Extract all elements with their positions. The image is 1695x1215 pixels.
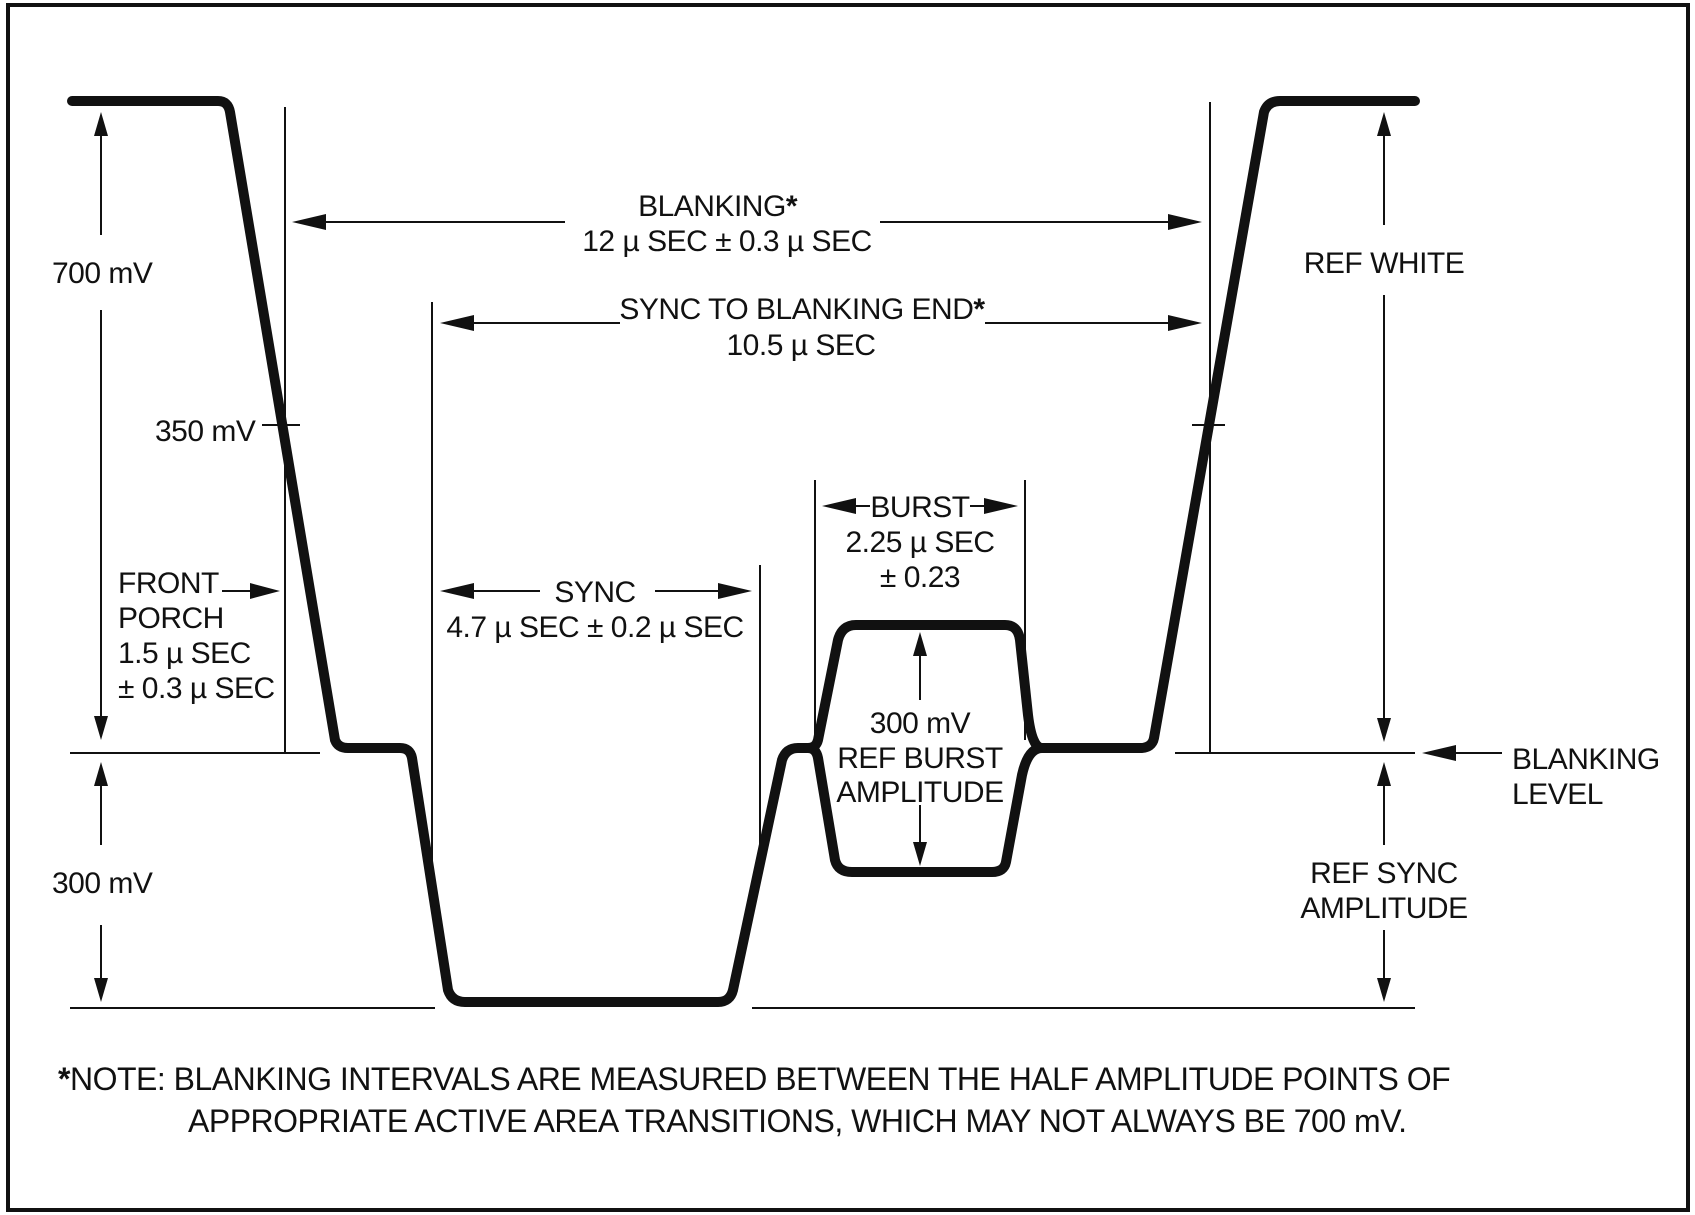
label-burst-title: BURST — [870, 491, 969, 524]
label-350mv: 350 mV — [155, 415, 256, 448]
label-sync-to-blank-value: 10.5 µ SEC — [726, 329, 875, 362]
label-blanking-level-1: BLANKING — [1512, 743, 1660, 776]
footnote-line-1: *NOTE: BLANKING INTERVALS ARE MEASURED B… — [58, 1061, 1450, 1097]
burst-arrow-left — [822, 498, 856, 514]
label-blanking-level-2: LEVEL — [1512, 778, 1603, 811]
label-blanking-value: 12 µ SEC ± 0.3 µ SEC — [582, 225, 872, 258]
label-burst-value: 2.25 µ SEC — [845, 526, 994, 559]
ref-sync-arrow-down — [1377, 978, 1391, 1002]
label-700mv: 700 mV — [52, 257, 153, 290]
blanking-level-arrow-left — [1422, 745, 1456, 761]
label-front-porch-4: ± 0.3 µ SEC — [118, 672, 275, 705]
amp-300-arrow-up — [94, 762, 108, 786]
burst-arrow-right — [984, 498, 1018, 514]
blanking-arrow-right — [1168, 214, 1202, 230]
blanking-arrow-left — [292, 214, 326, 230]
ref-white-arrow-down — [1377, 718, 1391, 742]
burst-amp-arrow-up — [913, 632, 927, 656]
label-ref-sync-2: AMPLITUDE — [1300, 892, 1467, 925]
footnote-line-2: APPROPRIATE ACTIVE AREA TRANSITIONS, WHI… — [188, 1103, 1406, 1139]
amp-700-arrow-up — [94, 112, 108, 136]
label-burst-amp-1: 300 mV — [870, 707, 971, 740]
sync-arrow-right — [718, 583, 752, 599]
label-front-porch-3: 1.5 µ SEC — [118, 637, 251, 670]
label-sync-title: SYNC — [554, 576, 635, 609]
label-sync-to-blank-title: SYNC TO BLANKING END* — [619, 293, 985, 326]
ref-white-arrow-up — [1377, 112, 1391, 136]
label-burst-tol: ± 0.23 — [880, 561, 960, 594]
label-300mv: 300 mV — [52, 867, 153, 900]
sync-to-blank-arrow-left — [440, 315, 474, 331]
ref-sync-arrow-up — [1377, 762, 1391, 786]
burst-amp-arrow-down — [913, 842, 927, 866]
amp-700-arrow-down — [94, 716, 108, 740]
label-front-porch-2: PORCH — [118, 602, 224, 635]
front-porch-arrow-right — [250, 583, 280, 599]
sync-to-blank-arrow-right — [1168, 315, 1202, 331]
diagram-frame — [6, 3, 1690, 1212]
sync-arrow-left — [440, 583, 474, 599]
amp-300-arrow-down — [94, 978, 108, 1002]
label-burst-amp-2: REF BURST — [837, 742, 1003, 775]
label-blanking-title: BLANKING* — [638, 190, 798, 223]
label-ref-sync-1: REF SYNC — [1310, 857, 1458, 890]
label-ref-white: REF WHITE — [1304, 247, 1465, 280]
label-front-porch-1: FRONT — [118, 567, 219, 600]
label-burst-amp-3: AMPLITUDE — [836, 776, 1003, 809]
label-sync-value: 4.7 µ SEC ± 0.2 µ SEC — [446, 611, 743, 644]
burst-envelope-lower — [803, 743, 1047, 877]
